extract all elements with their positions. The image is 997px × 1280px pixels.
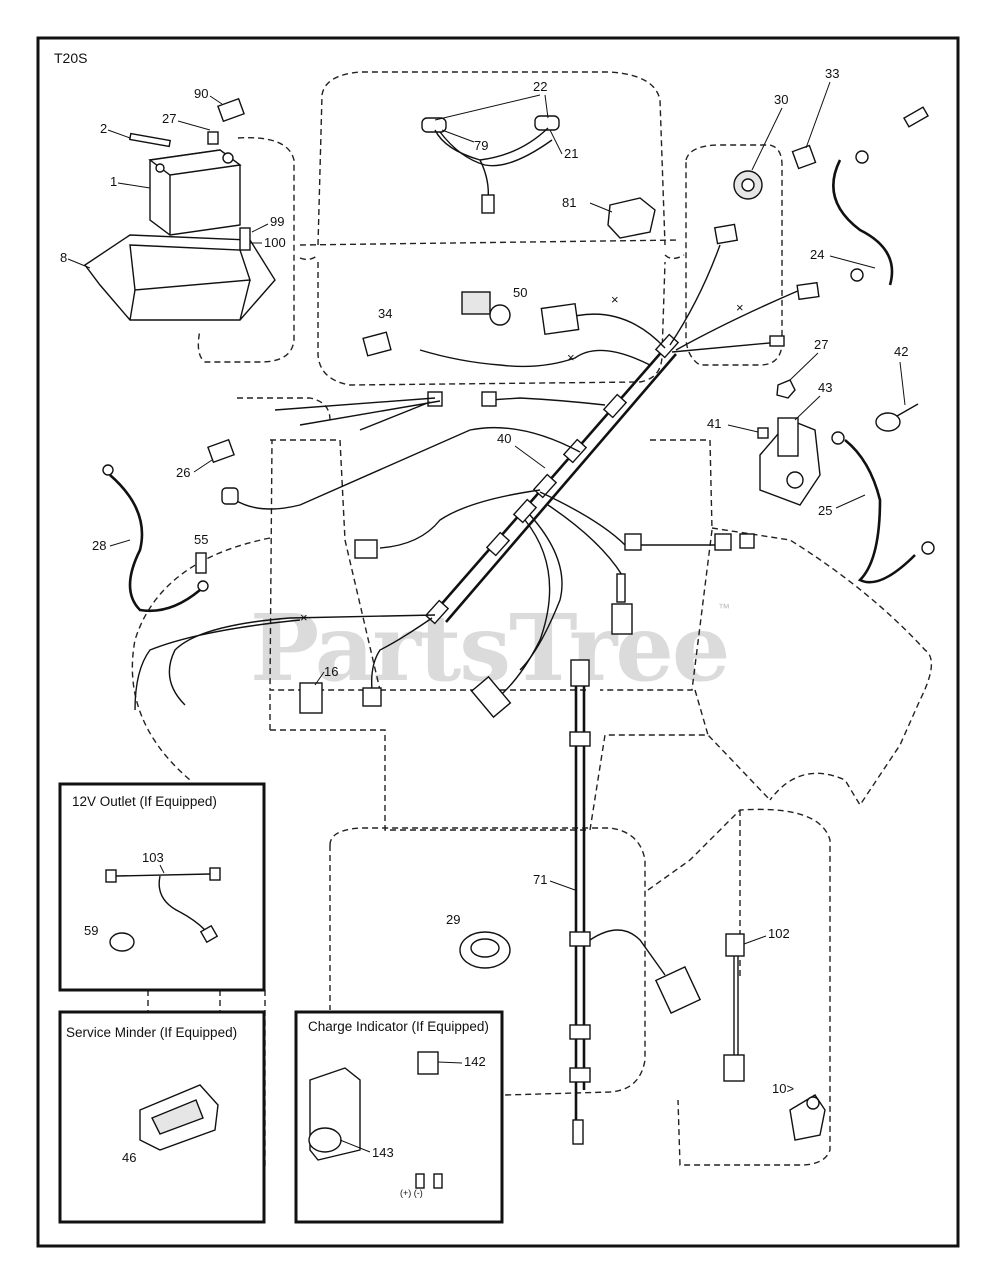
callout-55: 55: [194, 532, 208, 547]
callout-22: 22: [533, 79, 547, 94]
headlights-harness: [421, 115, 560, 214]
callout-21: 21: [564, 146, 578, 161]
callout-99: 99: [270, 214, 284, 229]
callout-40: 40: [497, 431, 511, 446]
connector-16: [299, 682, 323, 714]
callout-50: 50: [513, 285, 527, 300]
callout-71: 71: [533, 872, 547, 887]
callout-90: 90: [194, 86, 208, 101]
callout-28: 28: [92, 538, 106, 553]
tractor-outline: [131, 71, 933, 1170]
callout-143: 143: [372, 1145, 394, 1160]
main-harness: × × × ×: [134, 223, 820, 719]
callout-43: 43: [818, 380, 832, 395]
battery-tray: [83, 234, 276, 321]
callout-24: 24: [810, 247, 824, 262]
battery-hardware: [128, 97, 251, 251]
callout-103: 103: [142, 850, 164, 865]
callout-81: 81: [562, 195, 576, 210]
callout-27b: 27: [814, 337, 828, 352]
part-34: [362, 331, 392, 357]
callout-42: 42: [894, 344, 908, 359]
callout-26: 26: [176, 465, 190, 480]
part-26: [207, 438, 235, 464]
part-50: [461, 291, 511, 326]
inset-charge-indicator: Charge Indicator (If Equipped) 142 143 (…: [294, 1010, 504, 1224]
battery: [148, 149, 242, 236]
callout-59: 59: [84, 923, 98, 938]
callout-27a: 27: [162, 111, 176, 126]
inset-service-minder: Service Minder (If Equipped) 46: [58, 1010, 266, 1224]
cap-42: [875, 403, 919, 432]
nut-27: [776, 379, 796, 399]
callout-8: 8: [60, 250, 67, 265]
inset-charge-indicator-title: Charge Indicator (If Equipped): [308, 1019, 489, 1034]
callout-79: 79: [474, 138, 488, 153]
switch-33: [791, 144, 817, 170]
battery-cable-24: [832, 106, 929, 286]
callout-100: 100: [264, 235, 286, 250]
part-29: [459, 931, 511, 969]
rear-harness-71: [569, 659, 702, 1145]
diagram-frame: [36, 36, 960, 1248]
callout-29: 29: [446, 912, 460, 927]
callout-34: 34: [378, 306, 392, 321]
ignition-switch: [733, 170, 763, 200]
callout-41: 41: [707, 416, 721, 431]
callout-30: 30: [774, 92, 788, 107]
svg-text:×: ×: [567, 350, 575, 365]
screw-55: [195, 552, 207, 574]
callouts: 90 27 2 1 8 99 100 22 79 21 81 30 33 24 …: [60, 66, 908, 1096]
callout-16: 16: [324, 664, 338, 679]
callout-2: 2: [100, 121, 107, 136]
callout-142: 142: [464, 1054, 486, 1069]
cable-28: [102, 464, 209, 613]
solenoid-43: [759, 417, 821, 506]
callout-1: 1: [110, 174, 117, 189]
relay: [589, 197, 656, 239]
callout-25: 25: [818, 503, 832, 518]
inset-12v-outlet-title: 12V Outlet (If Equipped): [72, 794, 217, 809]
part-102: [723, 933, 745, 1082]
svg-text:×: ×: [611, 292, 619, 307]
svg-text:×: ×: [300, 610, 308, 625]
diagram-id: T20S: [54, 50, 87, 66]
polarity-label: (+) (-): [400, 1188, 423, 1198]
inset-12v-outlet: 12V Outlet (If Equipped) 103 59: [58, 782, 266, 992]
bolt-41: [757, 427, 769, 439]
part-10: [789, 1094, 826, 1141]
callout-33: 33: [825, 66, 839, 81]
cable-25: [831, 431, 935, 584]
callout-102: 102: [768, 926, 790, 941]
trademark-symbol: ™: [718, 601, 730, 615]
callout-46: 46: [122, 1150, 136, 1165]
callout-10: 10>: [772, 1081, 794, 1096]
inset-service-minder-title: Service Minder (If Equipped): [66, 1025, 237, 1040]
svg-text:×: ×: [736, 300, 744, 315]
